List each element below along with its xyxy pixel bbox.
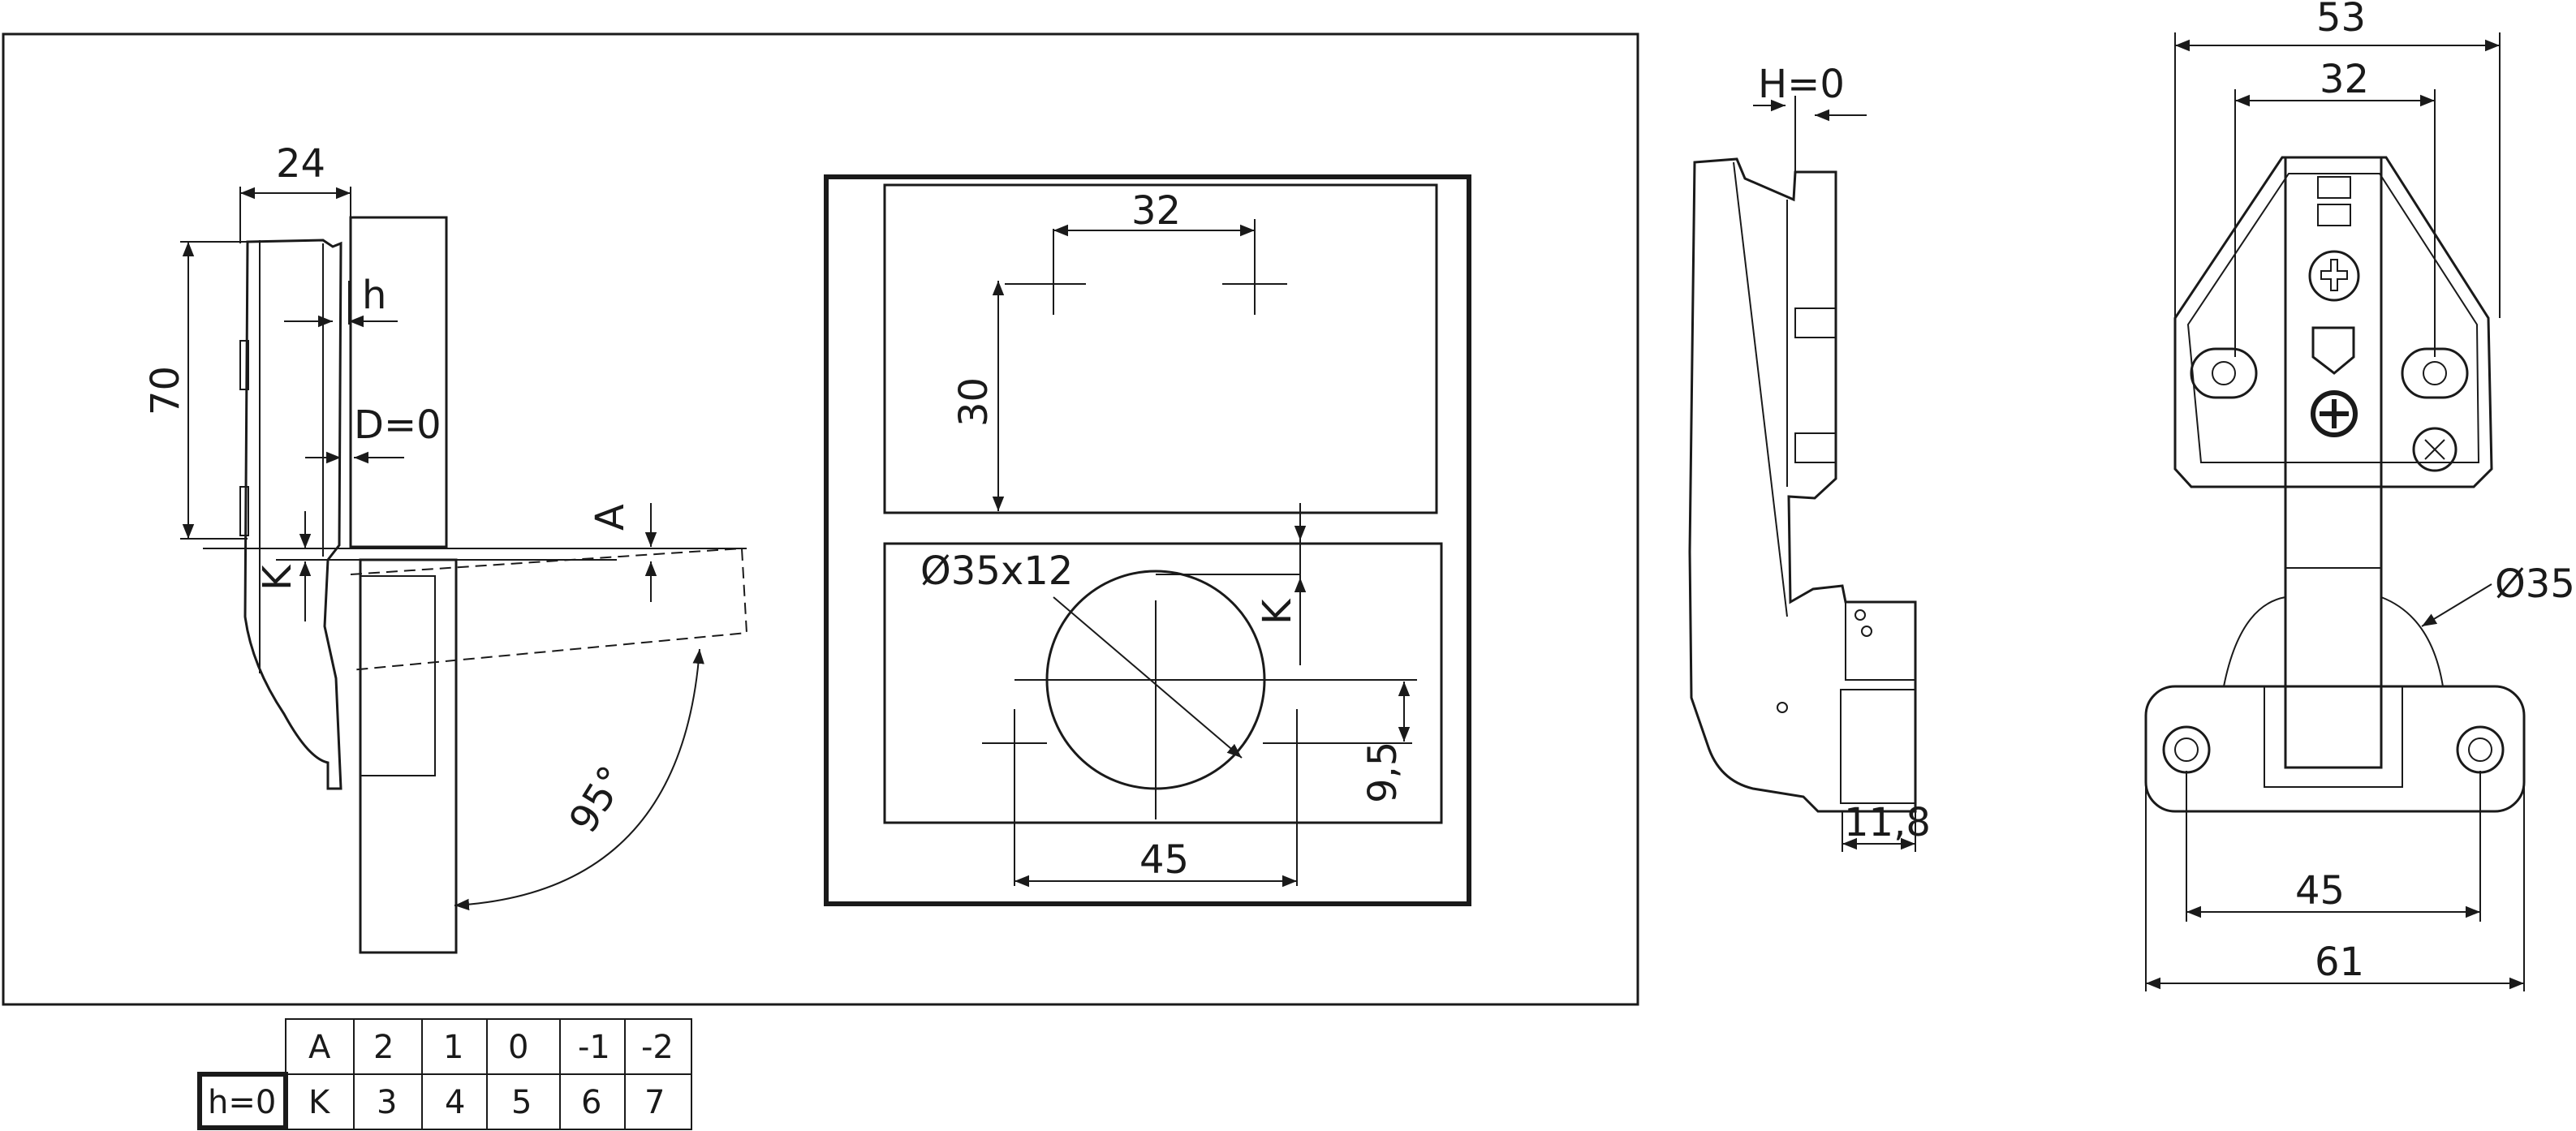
- flange-hole-right-inner: [2468, 738, 2492, 762]
- dim-label-outer: 53: [2316, 0, 2366, 41]
- base-flange: [2144, 685, 2526, 813]
- profile-view: H=0 11,8: [1688, 62, 1931, 852]
- dim-label-h: h: [362, 273, 386, 318]
- screw-cross-mid: [2320, 399, 2349, 428]
- dim-label-spacing-top: 32: [1131, 188, 1181, 234]
- flange-hole-left-inner: [2174, 738, 2199, 762]
- dim-label-width: 24: [276, 141, 325, 187]
- cup-outline-left: [2223, 596, 2286, 687]
- profile-screw-block: [1794, 307, 1837, 338]
- dim-label-drill-k: K: [1255, 598, 1300, 625]
- table-cell-a: 2: [373, 1029, 394, 1066]
- dim-label-h-zero: H=0: [1758, 62, 1845, 107]
- hinge-profile-outline: [1688, 157, 1917, 813]
- cabinet-side-panel: [349, 216, 448, 548]
- plate-hole-left: [2212, 361, 2236, 385]
- cam-lock: [2311, 326, 2355, 375]
- adjust-screw-top: [2308, 250, 2360, 302]
- profile-screw-block: [1794, 432, 1837, 463]
- screw-cross-right: [2424, 439, 2445, 460]
- dim-label-angle: 95°: [561, 759, 636, 841]
- flange-hole-left: [2162, 725, 2211, 774]
- mounting-plate: [2173, 156, 2493, 488]
- dim-label-inner: 32: [2320, 57, 2369, 102]
- table-cell-k: 4: [445, 1084, 465, 1121]
- open-door-outline: [350, 547, 748, 671]
- hinge-arm: [2284, 156, 2383, 769]
- table-cell-a: A: [308, 1029, 331, 1066]
- table-label: h=0: [208, 1084, 276, 1121]
- dim-label-spacing-bottom: 45: [1139, 837, 1189, 883]
- arm-slot: [2317, 204, 2351, 226]
- cup-diameter-arrow: [1053, 596, 1243, 759]
- profile-rivet: [1777, 702, 1788, 713]
- profile-cup-bottom: [1840, 689, 1916, 804]
- table-cell-k: 7: [644, 1084, 665, 1121]
- dim-label-base-width: 61: [2315, 940, 2364, 985]
- profile-rivet: [1861, 626, 1872, 637]
- flange-center: [2264, 686, 2403, 788]
- side-view: 24 70 h D=0 A K 95°: [143, 141, 748, 954]
- profile-arm-line: [1733, 161, 1788, 617]
- drilling-frame: [824, 174, 1471, 906]
- angle-arc-95: [454, 648, 704, 911]
- table-cell-k: K: [308, 1084, 331, 1121]
- dim-label-cup-diameter: Ø35: [2495, 561, 2575, 607]
- dim-label-vertical: 30: [951, 377, 997, 427]
- hinge-arm-profile: [243, 239, 342, 790]
- table-cell-k: 5: [511, 1084, 532, 1121]
- flange-hole-right: [2456, 725, 2505, 774]
- table-cell-a: 1: [443, 1029, 463, 1066]
- table-cell-k: 3: [377, 1084, 397, 1121]
- adjustment-table: h=0 A 2 1 0 -1 -2 K 3 4 5 6 7: [197, 1018, 692, 1130]
- door-panel: [359, 558, 458, 954]
- dim-label-a: A: [588, 504, 633, 531]
- plate-slot-left: [2190, 347, 2258, 399]
- adjust-screw-mid: [2311, 390, 2358, 437]
- plate-hole-right: [2423, 361, 2447, 385]
- profile-cup-top: [1845, 601, 1916, 681]
- table-cell-a: -1: [578, 1029, 610, 1066]
- profile-rivet: [1854, 609, 1866, 621]
- cup-outline-right: [2380, 596, 2444, 687]
- adjust-screw-right: [2412, 427, 2458, 472]
- dim-label-k: K: [255, 564, 300, 591]
- table-cell-a: -2: [641, 1029, 674, 1066]
- arm-slot: [2317, 176, 2351, 199]
- dim-label-offset: 9,5: [1360, 742, 1406, 803]
- screw-cross-top: [2320, 259, 2348, 291]
- hinge-tab-top: [239, 340, 249, 390]
- mounting-plate-inner: [2186, 173, 2480, 463]
- hinge-tab-bottom: [239, 486, 249, 536]
- front-view: 53 32 Ø35 45 61: [2144, 0, 2575, 991]
- drilling-view: 32 30 Ø35x12 K 9,5 45: [824, 174, 1471, 906]
- door-cup-area: [883, 542, 1443, 824]
- table-cell-a: 0: [508, 1029, 528, 1066]
- cup-leader: [2421, 583, 2492, 627]
- table-cell-k: 6: [581, 1084, 601, 1121]
- dim-label-height: 70: [143, 366, 188, 415]
- cabinet-plate-area: [883, 183, 1438, 514]
- main-panel-frame: [2, 32, 1639, 1006]
- dim-label-d: D=0: [354, 402, 442, 448]
- door-inner-recess: [360, 575, 436, 776]
- dim-label-cup: Ø35x12: [920, 548, 1073, 594]
- dim-label-depth: 11,8: [1844, 800, 1931, 845]
- dim-label-base-holes: 45: [2295, 868, 2345, 914]
